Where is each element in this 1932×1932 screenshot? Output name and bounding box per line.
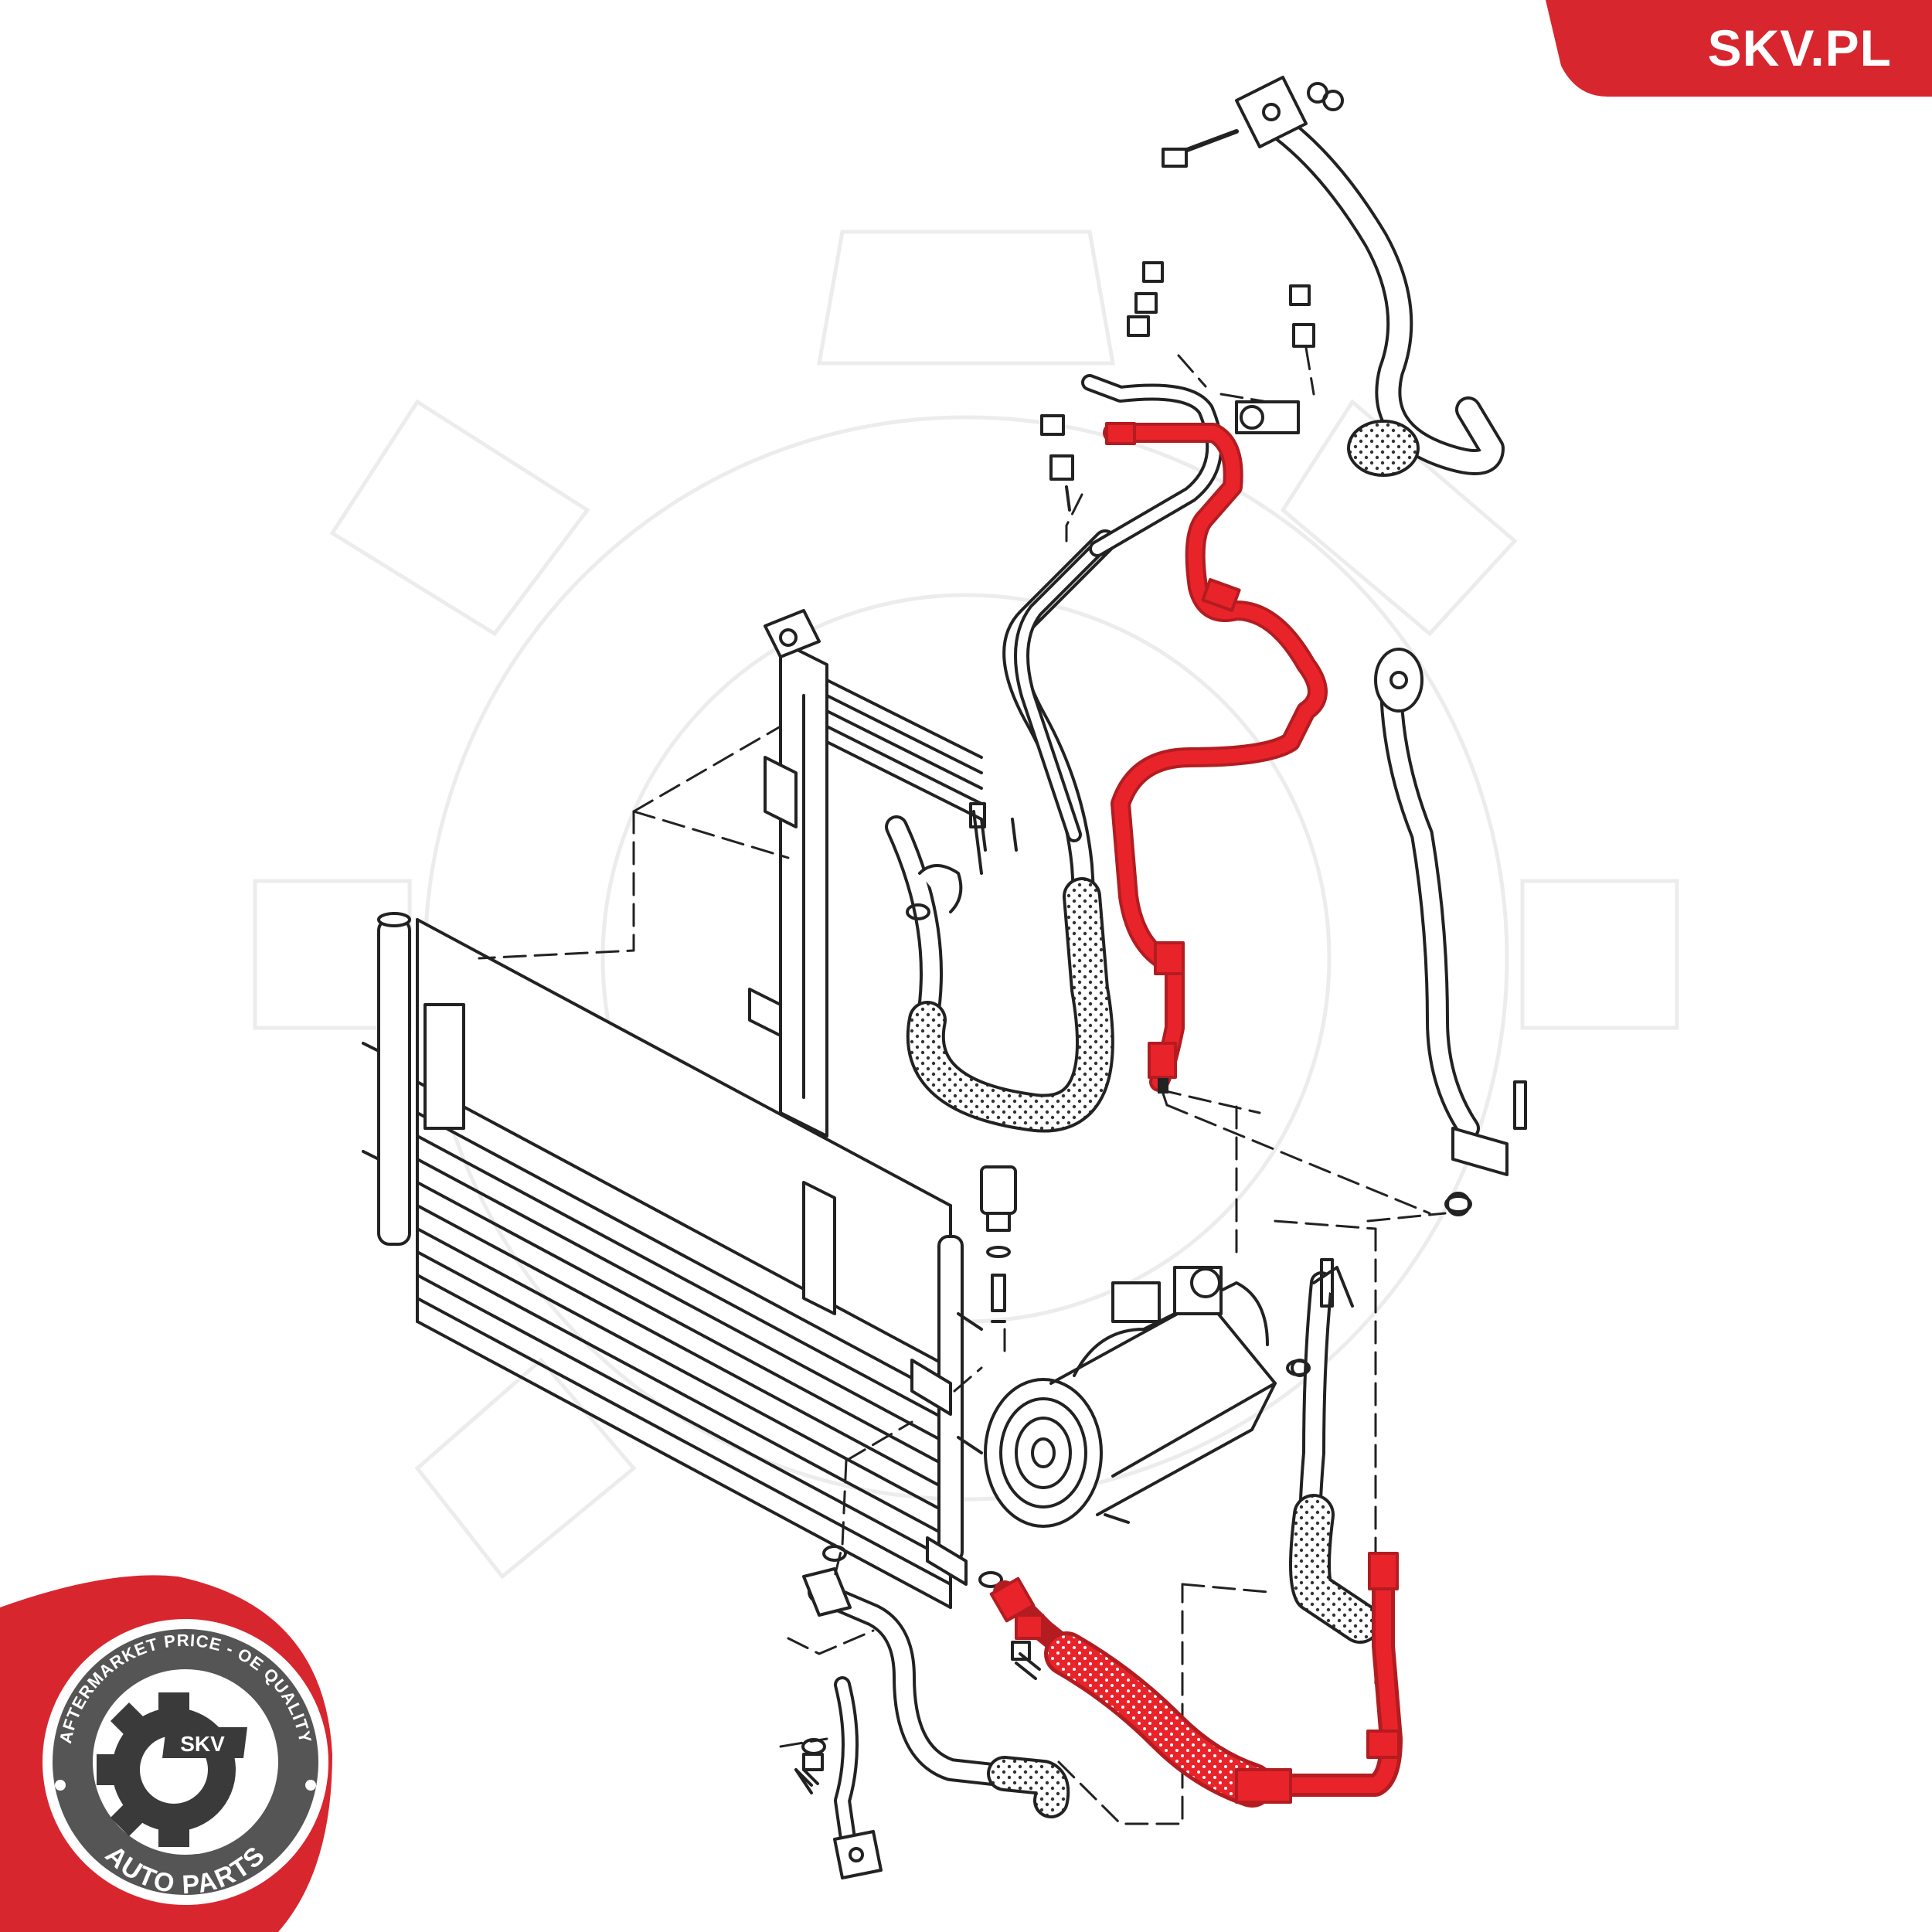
watermark-gear: [253, 230, 1679, 1580]
ac-line-upper: [1014, 374, 1223, 842]
gear-icon: [97, 1692, 236, 1847]
ac-line-top-right: [1162, 76, 1505, 477]
ac-line-left-bottom: [794, 1567, 1070, 1879]
pressure-line-highlighted[interactable]: [989, 1552, 1403, 1808]
suction-line-highlighted[interactable]: [1103, 422, 1328, 1094]
orings-screws: [794, 818, 1472, 1794]
ac-line-right-lower: [1289, 1258, 1381, 1644]
brand-tab: [1546, 0, 1932, 97]
service-valves: [1040, 261, 1315, 512]
pressure-switch: [980, 1165, 1017, 1323]
site-label[interactable]: SKV.PL: [1707, 19, 1892, 77]
ac-line-right: [1374, 648, 1527, 1216]
badge-center-text: SKV: [180, 1732, 225, 1756]
ac-compressor: [984, 1266, 1277, 1528]
condenser: [362, 912, 983, 1609]
radiator: [748, 609, 983, 1138]
skv-badge: SKV AFTERMARKET PRICE - OE QUALITY AUTO …: [0, 1575, 332, 1932]
dashed-leaders: [478, 346, 1447, 1825]
